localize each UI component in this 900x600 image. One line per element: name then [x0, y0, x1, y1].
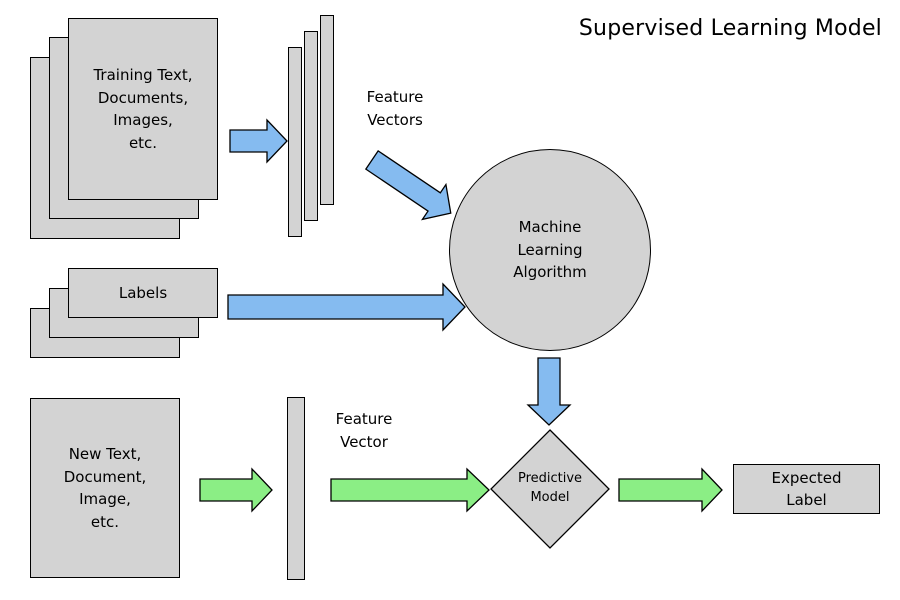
labels-front-page: Labels — [68, 268, 218, 318]
feature-vectors-label: Feature Vectors — [366, 88, 424, 129]
feature-vectors-bar-back — [288, 47, 302, 237]
feature-vector-bar — [287, 397, 305, 580]
predictive-model-diamond — [490, 429, 610, 549]
arrow-model-to-output — [618, 467, 723, 513]
arrow-algorithm-to-model — [526, 357, 572, 426]
new-document-box: New Text, Document, Image, etc. — [30, 398, 180, 578]
feature-vectors-bar-middle — [304, 31, 318, 221]
arrow-newdoc-to-feature — [199, 467, 273, 513]
feature-vector-label: Feature Vector — [335, 410, 393, 451]
expected-label-box: Expected Label — [733, 464, 880, 514]
arrow-labels-to-algorithm — [227, 282, 466, 332]
predictive-model-label: Predictive Model — [517, 471, 583, 505]
training-documents-front-page: Training Text, Documents, Images, etc. — [68, 18, 218, 200]
ml-algorithm-circle: Machine Learning Algorithm — [449, 149, 651, 351]
feature-vectors-bar-front — [320, 15, 334, 205]
diagram-title: Supervised Learning Model — [578, 16, 882, 41]
arrow-feature-to-model — [330, 467, 490, 513]
arrow-features-to-algorithm — [364, 149, 452, 221]
arrow-training-to-features — [229, 118, 288, 164]
